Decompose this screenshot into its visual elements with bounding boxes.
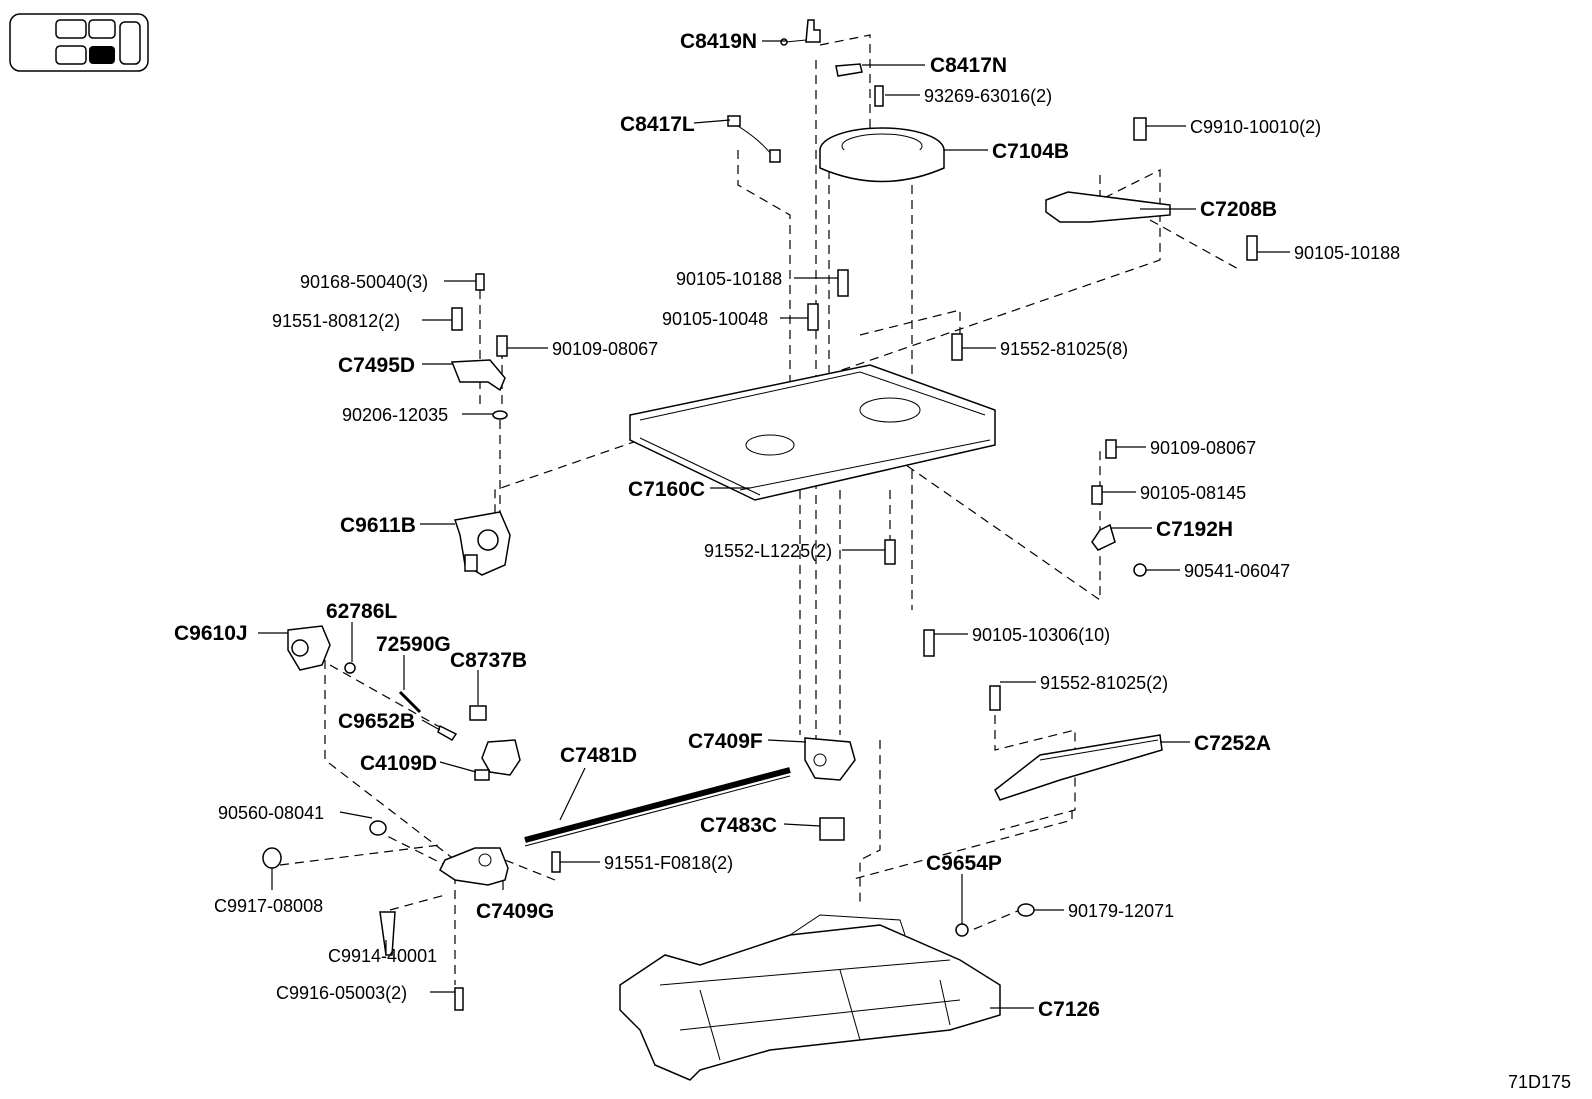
- bolt-90105-10048-icon: [807, 303, 819, 331]
- label-c7409g: C7409G: [476, 900, 554, 923]
- label-c9652b: C9652B: [338, 710, 415, 733]
- label-90105-10306: 90105-10306(10): [972, 625, 1110, 645]
- bolt-c9910-icon: [1133, 117, 1147, 141]
- label-90541-06047: 90541-06047: [1184, 561, 1290, 581]
- label-91551-80812: 91551-80812(2): [272, 311, 400, 331]
- label-90109-08067-left: 90109-08067: [552, 339, 658, 359]
- nut-90541-icon: [1133, 563, 1147, 577]
- part-c7252a-rail-cover: [994, 734, 1163, 801]
- label-c7192h: C7192H: [1156, 518, 1233, 541]
- label-c8737b: C8737B: [450, 649, 527, 672]
- part-c8417l-sensor: [727, 115, 781, 163]
- bolt-91552-l1225-icon: [884, 539, 896, 565]
- label-c7481d: C7481D: [560, 744, 637, 767]
- part-c8417n-sensor: [835, 63, 863, 77]
- bolt-91552-81025-2-icon: [989, 685, 1001, 711]
- label-91552-81025-8: 91552-81025(8): [1000, 339, 1128, 359]
- assembly-dashed-lines: [279, 34, 1241, 985]
- label-c9910-10010: C9910-10010(2): [1190, 117, 1321, 137]
- label-90168-50040: 90168-50040(3): [300, 272, 428, 292]
- nut-90560-icon: [369, 820, 387, 836]
- bolt-93269-icon: [874, 85, 884, 107]
- label-90560-08041: 90560-08041: [218, 803, 324, 823]
- part-c7495d-bracket: [450, 359, 506, 392]
- part-c9611b-motor: [454, 511, 511, 576]
- label-93269-63016: 93269-63016(2): [924, 86, 1052, 106]
- label-72590g: 72590G: [376, 633, 451, 656]
- label-62786l: 62786L: [326, 600, 397, 623]
- label-91552-81025-2: 91552-81025(2): [1040, 673, 1168, 693]
- label-c8417l: C8417L: [620, 113, 695, 136]
- label-c9610j: C9610J: [174, 622, 248, 645]
- bolt-90109-08067-left-icon: [496, 335, 508, 357]
- part-c7409f-gearbox: [804, 737, 856, 781]
- bolt-90105-08145-icon: [1091, 485, 1103, 505]
- label-90105-10188-center: 90105-10188: [676, 269, 782, 289]
- label-91551-f0818: 91551-F0818(2): [604, 853, 733, 873]
- part-c4109d-motor: [474, 739, 521, 781]
- part-c7160c-seat-track: [629, 364, 996, 501]
- bolt-90109-08067-right-icon: [1105, 439, 1117, 459]
- label-90105-10048: 90105-10048: [662, 309, 768, 329]
- pin-72590g-icon: [398, 690, 422, 714]
- label-90105-10188-right: 90105-10188: [1294, 243, 1400, 263]
- label-c7208b: C7208B: [1200, 198, 1277, 221]
- nut-62786l-icon: [344, 662, 356, 674]
- label-90109-08067-right: 90109-08067: [1150, 438, 1256, 458]
- part-c9652b-clip: [437, 724, 458, 741]
- label-c7483c: C7483C: [700, 814, 777, 837]
- bolt-90105-10188-center-icon: [837, 269, 849, 297]
- bolt-91551-f0818-icon: [551, 851, 561, 873]
- label-91552-l1225: 91552-L1225(2): [704, 541, 832, 561]
- label-c7104b: C7104B: [992, 140, 1069, 163]
- label-c7409f: C7409F: [688, 730, 763, 753]
- pin-c9914-icon: [379, 911, 396, 956]
- part-labels: C8419N C8417N 93269-63016(2) C8417L C710…: [174, 30, 1571, 1092]
- part-c7104b-ring: [819, 127, 945, 183]
- part-c7483c-block: [819, 817, 845, 841]
- label-c9914-40001: C9914-40001: [328, 946, 437, 966]
- label-90179-12071: 90179-12071: [1068, 901, 1174, 921]
- label-c7252a: C7252A: [1194, 732, 1271, 755]
- bolt-90105-10306-icon: [923, 629, 935, 657]
- nut-c9654p-icon: [955, 923, 969, 937]
- part-90179-icon: [1017, 903, 1035, 917]
- pad-c8737b-icon: [469, 705, 487, 721]
- label-c9917-08008: C9917-08008: [214, 896, 323, 916]
- label-90105-08145: 90105-08145: [1140, 483, 1246, 503]
- label-c8419n: C8419N: [680, 30, 757, 53]
- vehicle-locator-icon: [9, 13, 149, 72]
- part-c9610j-motor: [287, 625, 331, 671]
- label-c7160c: C7160C: [628, 478, 705, 501]
- label-c9611b: C9611B: [340, 514, 416, 537]
- part-c7126-seat-frame: [619, 914, 1001, 1081]
- part-c8419n-sensor: [780, 19, 821, 46]
- label-c7495d: C7495D: [338, 354, 415, 377]
- bolt-90168-icon: [475, 273, 485, 291]
- bolt-91551-80812-icon: [451, 307, 463, 331]
- cap-c9917-icon: [262, 847, 282, 869]
- label-c9916-05003: C9916-05003(2): [276, 983, 407, 1003]
- part-c7409g-gearbox: [439, 847, 509, 886]
- part-c7208b-bracket: [1045, 191, 1171, 223]
- label-c4109d: C4109D: [360, 752, 437, 775]
- part-c7481d-screw-rod: [524, 767, 791, 847]
- figure-code: 71D175: [1508, 1072, 1571, 1092]
- leader-lines: [258, 40, 1290, 1009]
- washer-90206-icon: [492, 410, 508, 420]
- label-c9654p: C9654P: [926, 852, 1002, 875]
- label-c8417n: C8417N: [930, 54, 1007, 77]
- bolt-c9916-icon: [454, 987, 464, 1011]
- label-90206-12035: 90206-12035: [342, 405, 448, 425]
- label-c7126: C7126: [1038, 998, 1100, 1021]
- part-c7192h-bracket: [1091, 523, 1116, 551]
- bolt-91552-81025-8-icon: [951, 333, 963, 361]
- bolt-90105-10188-right-icon: [1246, 235, 1258, 261]
